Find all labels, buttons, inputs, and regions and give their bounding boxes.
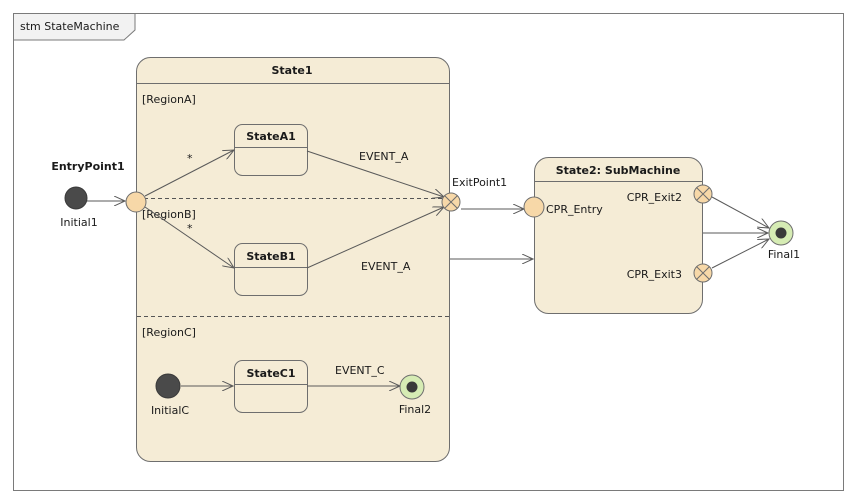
- final1-label: Final1: [768, 248, 800, 261]
- exit-point-label: ExitPoint1: [452, 176, 507, 189]
- cpr-exit2-label: CPR_Exit2: [627, 191, 682, 204]
- transition-exit3-final1[interactable]: [711, 239, 769, 269]
- state-a1[interactable]: StateA1: [234, 124, 308, 176]
- cpr-entry-label: CPR_Entry: [546, 203, 603, 216]
- transition-exit2-final1[interactable]: [711, 196, 769, 228]
- exit-point-node[interactable]: [441, 192, 461, 212]
- frame-title-tab: [13, 13, 136, 41]
- state1-title: State1: [272, 64, 313, 77]
- final2-label: Final2: [399, 403, 431, 416]
- region-c-label: [RegionC]: [142, 326, 196, 339]
- transition-b1-exit[interactable]: [306, 207, 444, 269]
- event-label-c1: EVENT_C: [335, 364, 385, 377]
- transition-entry-a1[interactable]: [144, 150, 234, 197]
- frame-title: stm StateMachine: [20, 20, 120, 33]
- state-c1-label: StateC1: [246, 367, 295, 380]
- initial1-label: Initial1: [60, 216, 97, 229]
- final1-node[interactable]: [768, 220, 794, 246]
- guard-label-b1: *: [187, 222, 193, 235]
- transition-a1-exit[interactable]: [306, 150, 444, 197]
- cpr-entry-node[interactable]: [523, 196, 545, 218]
- event-label-a1: EVENT_A: [359, 150, 409, 163]
- entry-point-label: EntryPoint1: [51, 160, 124, 173]
- entry-point-node[interactable]: [125, 191, 147, 213]
- state2-title: State2: SubMachine: [556, 164, 681, 177]
- initialc-node[interactable]: [155, 373, 181, 399]
- cpr-exit3-node[interactable]: [693, 263, 713, 283]
- initialc-label: InitialC: [151, 404, 189, 417]
- final2-node[interactable]: [399, 374, 425, 400]
- state-a1-label: StateA1: [246, 130, 296, 143]
- state-c1[interactable]: StateC1: [234, 360, 308, 413]
- state-b1[interactable]: StateB1: [234, 243, 308, 296]
- state-b1-label: StateB1: [246, 250, 295, 263]
- cpr-exit3-label: CPR_Exit3: [627, 268, 682, 281]
- event-label-b1: EVENT_A: [361, 260, 411, 273]
- guard-label-a1: *: [187, 152, 193, 165]
- initial1-node[interactable]: [64, 186, 88, 210]
- region-a-label: [RegionA]: [142, 93, 196, 106]
- state2-submachine[interactable]: State2: SubMachine: [534, 157, 703, 314]
- region-b-label: [RegionB]: [142, 208, 196, 221]
- cpr-exit2-node[interactable]: [693, 184, 713, 204]
- transition-entry-b1[interactable]: [144, 206, 234, 268]
